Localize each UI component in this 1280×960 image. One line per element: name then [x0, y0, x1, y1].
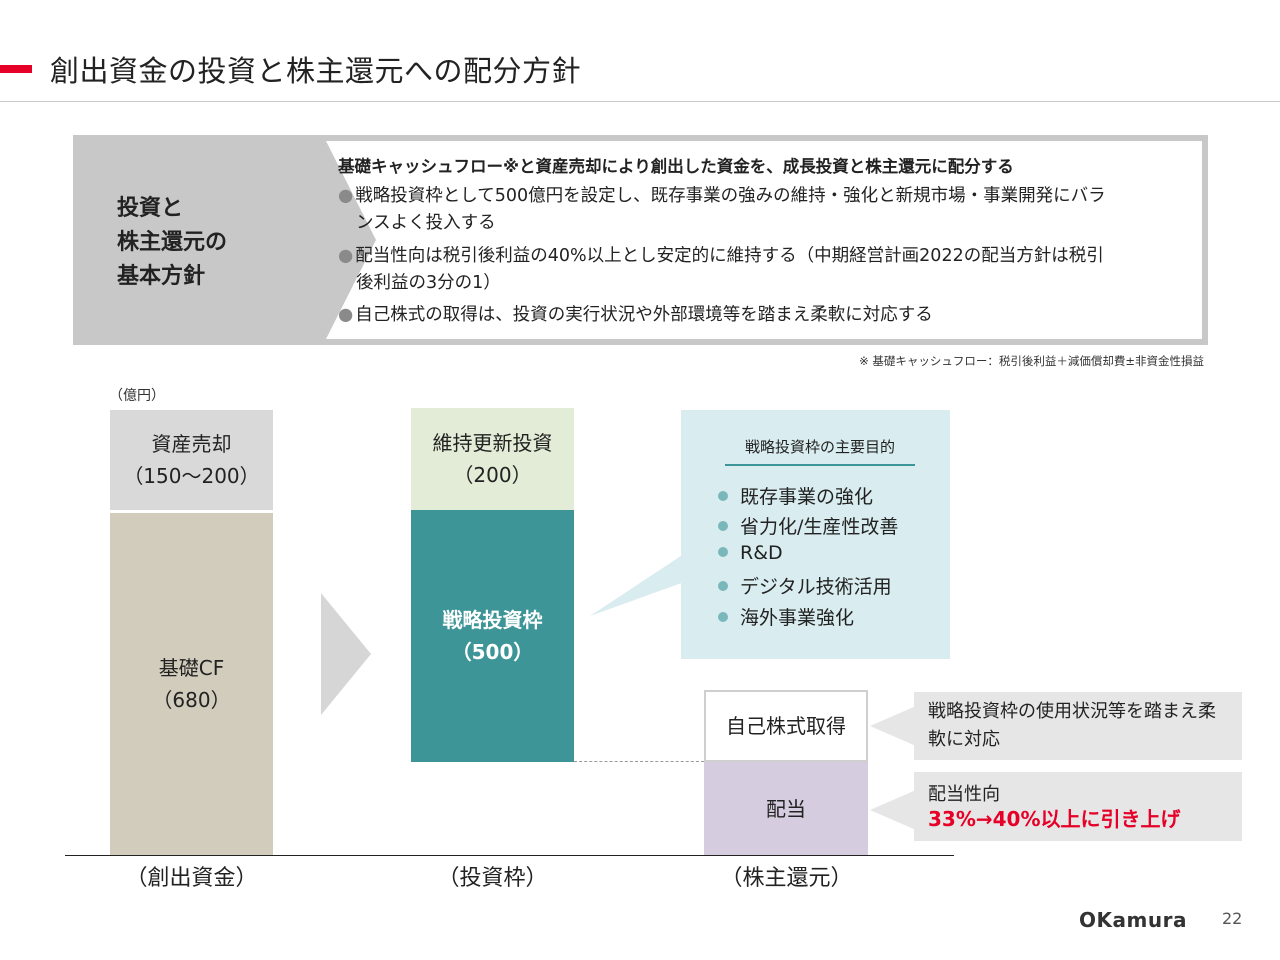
block-value: （500） [451, 640, 534, 664]
block-value: （200） [453, 463, 532, 487]
block-maintenance-investment: 維持更新投資 （200） [411, 408, 574, 510]
note-pointer [870, 706, 916, 746]
bullet-dot-icon: ● [338, 186, 354, 206]
callout-divider [725, 464, 915, 466]
buyback-note: 戦略投資枠の使用状況等を踏まえ柔軟に対応 [914, 692, 1242, 760]
policy-bullet-2: ●配当性向は税引後利益の40%以上とし安定的に維持する（中期経営計画2022の配… [338, 246, 1104, 293]
bullet-dot-icon [718, 491, 728, 501]
page-number: 22 [1222, 909, 1243, 928]
policy-bullet-1: ●戦略投資枠として500億円を設定し、既存事業の強みの維持・強化と新規市場・事業… [338, 186, 1106, 233]
block-value: （150～200） [123, 464, 260, 488]
title-divider [0, 101, 1280, 102]
callout-item: 省力化/生産性改善 [718, 512, 898, 539]
dividend-note-emphasis: 33%→40%以上に引き上げ [928, 807, 1181, 831]
policy-heading: 基礎キャッシュフロー※と資産売却により創出した資金を、成長投資と株主還元に配分す… [338, 157, 1014, 176]
bullet-dot-icon: ● [338, 305, 354, 325]
footnote: ※ 基礎キャッシュフロー：税引後利益＋減価償却費±非資金性損益 [859, 354, 1204, 368]
bullet-dot-icon [718, 612, 728, 622]
category-label-investment: （投資枠） [437, 866, 548, 891]
dividend-note: 配当性向 33%→40%以上に引き上げ [914, 772, 1242, 841]
callout-item: 既存事業の強化 [718, 482, 873, 509]
block-label: 戦略投資枠 [442, 608, 543, 632]
block-value: （680） [152, 688, 231, 712]
block-label: 自己株式取得 [726, 714, 846, 738]
block-asset-sale: 資産売却 （150～200） [110, 410, 273, 510]
category-label-funds-generated: （創出資金） [125, 866, 258, 891]
callout-item: R&D [718, 542, 783, 564]
policy-box: 投資と 株主還元の 基本方針 [73, 135, 1208, 345]
unit-label: （億円） [109, 388, 165, 404]
page-title: 創出資金の投資と株主還元への配分方針 [50, 54, 582, 88]
policy-bullet-3: ●自己株式の取得は、投資の実行状況や外部環境等を踏まえ柔軟に対応する [338, 305, 933, 325]
bullet-dot-icon: ● [338, 246, 354, 266]
callout-item: 海外事業強化 [718, 603, 854, 630]
dividend-note-label: 配当性向 [928, 784, 1000, 805]
block-label: 維持更新投資 [432, 431, 553, 455]
block-label: 基礎CF [158, 656, 225, 680]
block-share-buyback: 自己株式取得 [704, 690, 868, 762]
callout-title: 戦略投資枠の主要目的 [744, 438, 895, 456]
bullet-dot-icon [718, 521, 728, 531]
block-label: 配当 [766, 796, 806, 821]
title-accent-mark [0, 65, 32, 73]
okamura-logo: OKamura [1079, 908, 1187, 932]
bullet-dot-icon [718, 547, 728, 557]
policy-label: 投資と 株主還元の 基本方針 [117, 196, 228, 289]
callout-item: デジタル技術活用 [718, 572, 892, 599]
block-strategic-investment: 戦略投資枠 （500） [411, 510, 574, 762]
dashed-guide-line [574, 761, 704, 762]
block-dividend: 配当 [704, 762, 868, 855]
flow-arrow-icon [321, 593, 371, 715]
category-label-shareholder-return: （株主還元） [720, 866, 853, 891]
bullet-dot-icon [718, 581, 728, 591]
note-pointer [870, 790, 916, 830]
callout-pointer [590, 550, 690, 616]
block-base-cf: 基礎CF （680） [110, 513, 273, 855]
baseline [65, 855, 954, 856]
block-label: 資産売却 [151, 432, 232, 456]
policy-content-panel [326, 141, 1202, 339]
